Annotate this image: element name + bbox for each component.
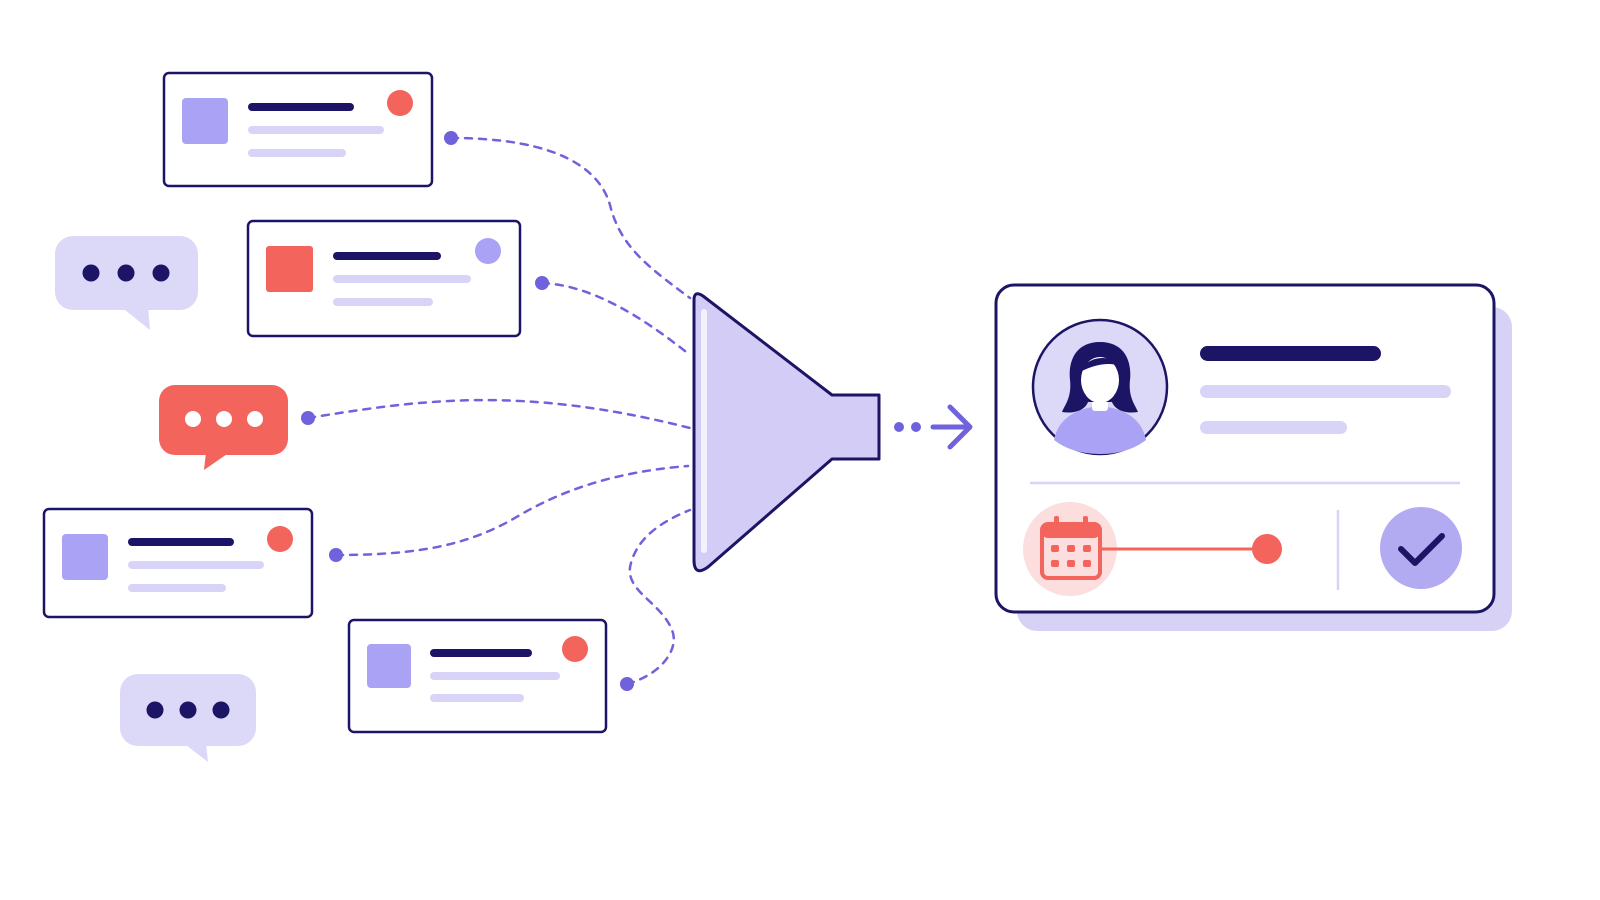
connector-endpoint [620,677,634,691]
calendar-header [1042,524,1100,538]
check-mark [1398,533,1445,566]
input-card [347,618,608,734]
arrow-head [947,404,973,450]
result-card [994,283,1512,631]
status-dot [562,636,588,662]
connector-endpoint [301,411,315,425]
typing-dot [146,701,164,719]
card-text-line [128,584,226,592]
avatar-fringe [1080,358,1120,372]
connector-endpoint [329,548,343,562]
avatar-face [1081,357,1119,403]
status-dot [475,238,501,264]
card-thumbnail [62,534,108,580]
funnel-body [692,292,881,573]
card-text-line [248,126,384,134]
card-title-line [333,252,441,260]
typing-dot [247,411,263,427]
input-card [162,71,434,188]
schedule-knob [1252,534,1282,564]
chat-bubble-icon [159,385,288,470]
typing-dot [216,411,232,427]
typing-dot [152,264,170,282]
calendar-icon [1023,502,1117,596]
typing-dot [82,264,100,282]
calendar-day [1051,560,1059,567]
status-dot [267,526,293,552]
result-text-line [1200,385,1451,398]
checkmark-icon [1380,507,1462,589]
card-thumbnail [182,98,228,144]
calendar-day [1083,545,1091,552]
calendar-day [1067,545,1075,552]
connector-2 [540,281,692,357]
card-title-line [430,649,532,657]
connector-endpoint [444,131,458,145]
result-text-line [1200,421,1347,434]
card-title-line [128,538,234,546]
connector-1 [449,136,692,300]
card-text-line [128,561,264,569]
card-text-line [333,298,433,306]
calendar-day [1083,560,1091,567]
status-dot [387,90,413,116]
card-text-line [248,149,346,157]
avatar-icon [1031,318,1169,456]
calendar-ring [1083,516,1088,528]
bubble-tail [120,306,150,330]
calendar-days [1051,545,1091,567]
connector-endpoints [301,131,634,691]
result-title-line [1200,346,1381,361]
bubble-tail [204,452,230,470]
calendar-day [1067,560,1075,567]
calendar-ring [1054,516,1059,528]
connector-endpoint [535,276,549,290]
typing-dot [117,264,135,282]
connector-5 [625,508,692,686]
typing-dot [212,701,230,719]
typing-dot [185,411,201,427]
connector-3 [306,398,692,430]
arrow-dot [894,422,904,432]
input-card [42,507,314,619]
calendar-day [1051,545,1059,552]
chat-bubble-icon [120,674,256,762]
avatar-shoulders [1054,406,1146,454]
card-thumbnail [266,246,313,292]
card-thumbnail [367,644,411,688]
arrow-right-icon [894,404,973,450]
connectors [306,136,692,686]
card-text-line [430,694,524,702]
check-circle [1380,507,1462,589]
input-card [246,219,522,338]
bubble-tail [182,742,208,762]
connector-4 [334,464,690,557]
chat-bubble-icon [55,236,198,330]
funnel-icon [692,292,881,573]
arrow-dot [911,422,921,432]
card-text-line [430,672,560,680]
typing-dot [179,701,197,719]
card-title-line [248,103,354,111]
card-text-line [333,275,471,283]
